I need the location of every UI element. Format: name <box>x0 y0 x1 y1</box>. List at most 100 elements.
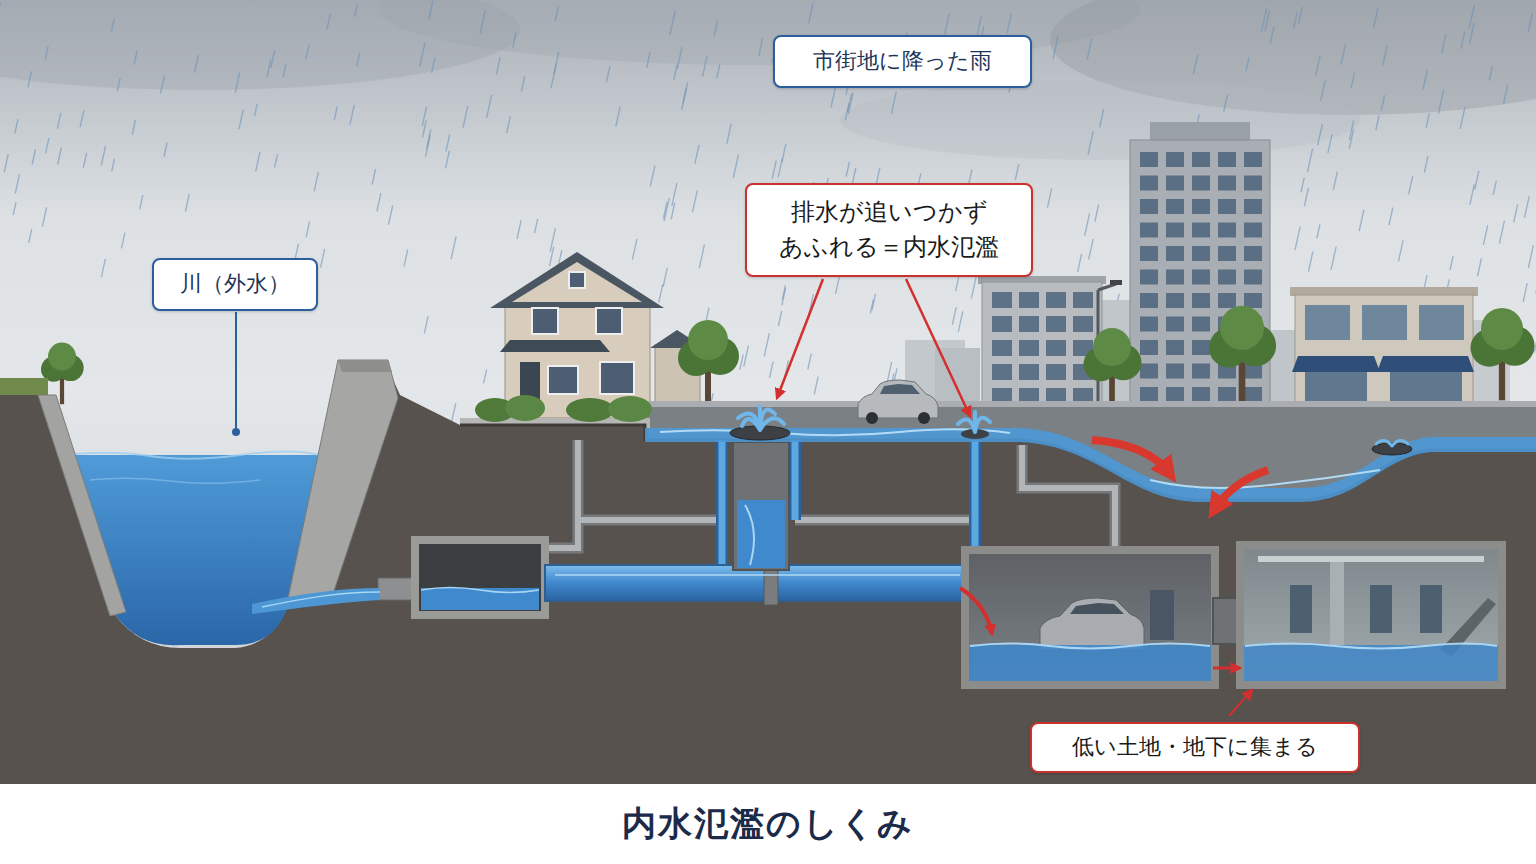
window <box>1244 199 1262 214</box>
low-building <box>1295 295 1473 415</box>
rain-streak <box>1333 172 1337 190</box>
window <box>1166 387 1184 402</box>
outlet-flow <box>262 592 380 607</box>
callout-box: 市街地に降った雨 <box>773 35 1032 88</box>
tall-building <box>1130 122 1270 415</box>
rain-streak <box>1469 23 1474 44</box>
parking-garage <box>1040 598 1144 650</box>
road <box>645 401 1536 407</box>
red-arrow <box>1229 690 1252 716</box>
rain <box>0 1 1536 439</box>
house <box>596 308 622 334</box>
tree <box>1093 328 1131 366</box>
window <box>1192 317 1210 332</box>
rain-streak <box>1359 210 1364 231</box>
sky <box>0 0 1536 784</box>
underground-mall <box>1240 545 1502 685</box>
rain-streak <box>422 107 426 126</box>
rain-streak <box>1460 107 1465 129</box>
rain-streak <box>377 193 381 211</box>
rain-streak <box>185 194 189 211</box>
rain-streak <box>446 151 450 168</box>
rain-streak <box>1424 156 1428 172</box>
house <box>532 308 558 334</box>
house <box>500 340 610 352</box>
rain-streak <box>283 65 286 78</box>
rain-streak <box>132 120 135 135</box>
window <box>1140 340 1158 355</box>
rain-streak <box>952 307 956 325</box>
rain-streak <box>1450 256 1453 270</box>
rain-streak <box>778 311 781 326</box>
rain-streak <box>677 47 682 69</box>
title-band: 内水氾濫のしくみ <box>0 784 1536 864</box>
rain-streak <box>759 38 763 56</box>
window <box>1192 152 1210 167</box>
rain-streak <box>836 277 840 294</box>
underground-mall <box>1420 585 1442 633</box>
rain-streak <box>112 19 115 31</box>
window <box>1166 176 1184 191</box>
rain-streak <box>1442 34 1446 53</box>
rain-streak <box>452 403 456 422</box>
box-culvert <box>421 588 539 593</box>
rain-streak <box>683 83 688 104</box>
rain-streak <box>1409 176 1413 194</box>
rain-streak <box>647 52 651 68</box>
rain-streak <box>1374 8 1378 28</box>
window <box>992 340 1012 356</box>
window <box>1218 223 1236 238</box>
surface-flood <box>660 429 1010 435</box>
rain-streak <box>1270 27 1274 44</box>
window <box>1192 199 1210 214</box>
window <box>1166 246 1184 261</box>
callout-box: 排水が追いつかず あふれる＝内水氾濫 <box>745 183 1033 277</box>
rain-streak <box>432 57 436 73</box>
river <box>90 478 260 483</box>
rain-streak <box>15 174 19 193</box>
callout-text: 市街地に降った雨 <box>813 47 992 76</box>
outlet-flow <box>252 588 380 614</box>
rain-streak <box>1351 73 1354 89</box>
grey-pipes <box>545 440 1115 550</box>
window <box>1073 292 1093 308</box>
rain-streak <box>256 152 260 172</box>
rain-streak <box>13 202 16 215</box>
rain-streak <box>664 198 669 221</box>
rain-streak <box>1341 44 1346 65</box>
rain-streak <box>1047 188 1051 207</box>
rain-streak <box>699 244 704 268</box>
rain-streak <box>1426 113 1429 127</box>
ground <box>0 362 1536 784</box>
rain-streak <box>1534 331 1536 353</box>
rain-streak <box>28 71 32 87</box>
window <box>1218 199 1236 214</box>
rain-streak <box>809 3 813 23</box>
rain-streak <box>521 76 524 91</box>
tree <box>1209 306 1276 403</box>
parking-garage <box>969 645 1211 681</box>
rain-streak <box>420 43 425 67</box>
window <box>1218 176 1236 191</box>
window <box>992 316 1012 332</box>
rain-streak <box>551 64 556 88</box>
box-culvert <box>415 540 545 615</box>
rain-streak <box>1528 245 1533 268</box>
window <box>1140 246 1158 261</box>
rain-streak <box>670 11 675 35</box>
red-arrow <box>960 588 992 634</box>
water-spout <box>1376 440 1408 446</box>
rain-streak <box>350 105 354 125</box>
rain-streak <box>846 162 849 177</box>
window <box>1140 317 1158 332</box>
rain-streak <box>357 53 360 66</box>
rain-streak <box>255 104 258 116</box>
window <box>1019 316 1039 332</box>
rain-streak <box>334 107 337 121</box>
rain-streak <box>1304 188 1308 206</box>
parking-garage <box>970 644 1210 649</box>
rain-streak <box>424 316 428 333</box>
window <box>1046 316 1066 332</box>
mid-building <box>978 276 1106 415</box>
